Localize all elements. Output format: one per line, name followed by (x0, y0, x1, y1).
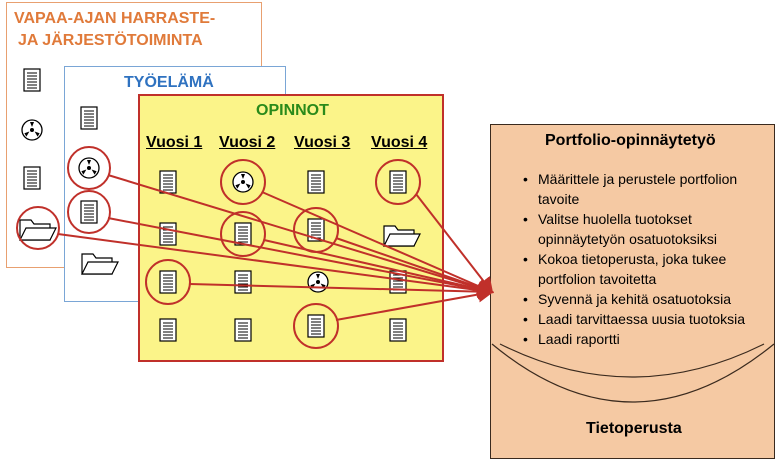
document-icon (389, 170, 407, 194)
folder-icon (19, 219, 57, 241)
radiation-disc-icon (21, 119, 43, 141)
document-icon (23, 68, 41, 92)
year-1-label: Vuosi 1 (146, 134, 203, 151)
document-icon (159, 318, 177, 342)
work-title: TYÖELÄMÄ (124, 74, 214, 91)
hobby-title-line1: VAPAA-AJAN HARRASTE- (14, 10, 216, 27)
document-icon (307, 314, 325, 338)
portfolio-item-3: Kokoa tietoperusta, joka tukee (520, 250, 776, 269)
portfolio-item-5: Laadi tarvittaessa uusia tuotoksia (520, 310, 776, 329)
year-4-label: Vuosi 4 (371, 134, 428, 151)
radiation-disc-icon (78, 157, 100, 179)
year-2-label: Vuosi 2 (219, 134, 276, 151)
portfolio-title: Portfolio-opinnäytetyö (545, 132, 716, 149)
portfolio-task-list: Määrittele ja perustele portfolion tavoi… (520, 170, 776, 350)
document-icon (234, 318, 252, 342)
portfolio-item-1: Määrittele ja perustele portfolion (520, 170, 776, 189)
document-icon (234, 270, 252, 294)
folder-icon (383, 225, 421, 247)
portfolio-item-2-cont: opinnäytetyön osatuotoksiksi (538, 231, 717, 247)
document-icon (389, 318, 407, 342)
selection-arrows (57, 174, 494, 321)
portfolio-item-3-cont: portfolion tavoitetta (538, 271, 657, 287)
knowledge-base-label: Tietoperusta (586, 420, 682, 437)
portfolio-item-6: Laadi raportti (520, 330, 776, 349)
portfolio-item-4: Syvennä ja kehitä osatuotoksia (520, 290, 776, 309)
document-icon (159, 170, 177, 194)
radiation-disc-icon (307, 271, 329, 293)
document-icon (307, 170, 325, 194)
hobby-title-line2: JA JÄRJESTÖTOIMINTA (18, 32, 203, 49)
portfolio-item-2: Valitse huolella tuotokset (520, 210, 776, 229)
knowledge-arc-outer (491, 343, 775, 403)
knowledge-arc-inner (499, 343, 765, 378)
document-icon (80, 200, 98, 224)
document-icon (234, 222, 252, 246)
folder-icon (81, 253, 119, 275)
document-icon (159, 222, 177, 246)
document-icon (23, 166, 41, 190)
selection-circles (16, 146, 421, 349)
portfolio-item-1-cont: tavoite (538, 191, 580, 207)
year-3-label: Vuosi 3 (294, 134, 351, 151)
document-icon (80, 106, 98, 130)
radiation-disc-icon (232, 171, 254, 193)
document-icon (159, 270, 177, 294)
studies-title: OPINNOT (256, 102, 329, 119)
